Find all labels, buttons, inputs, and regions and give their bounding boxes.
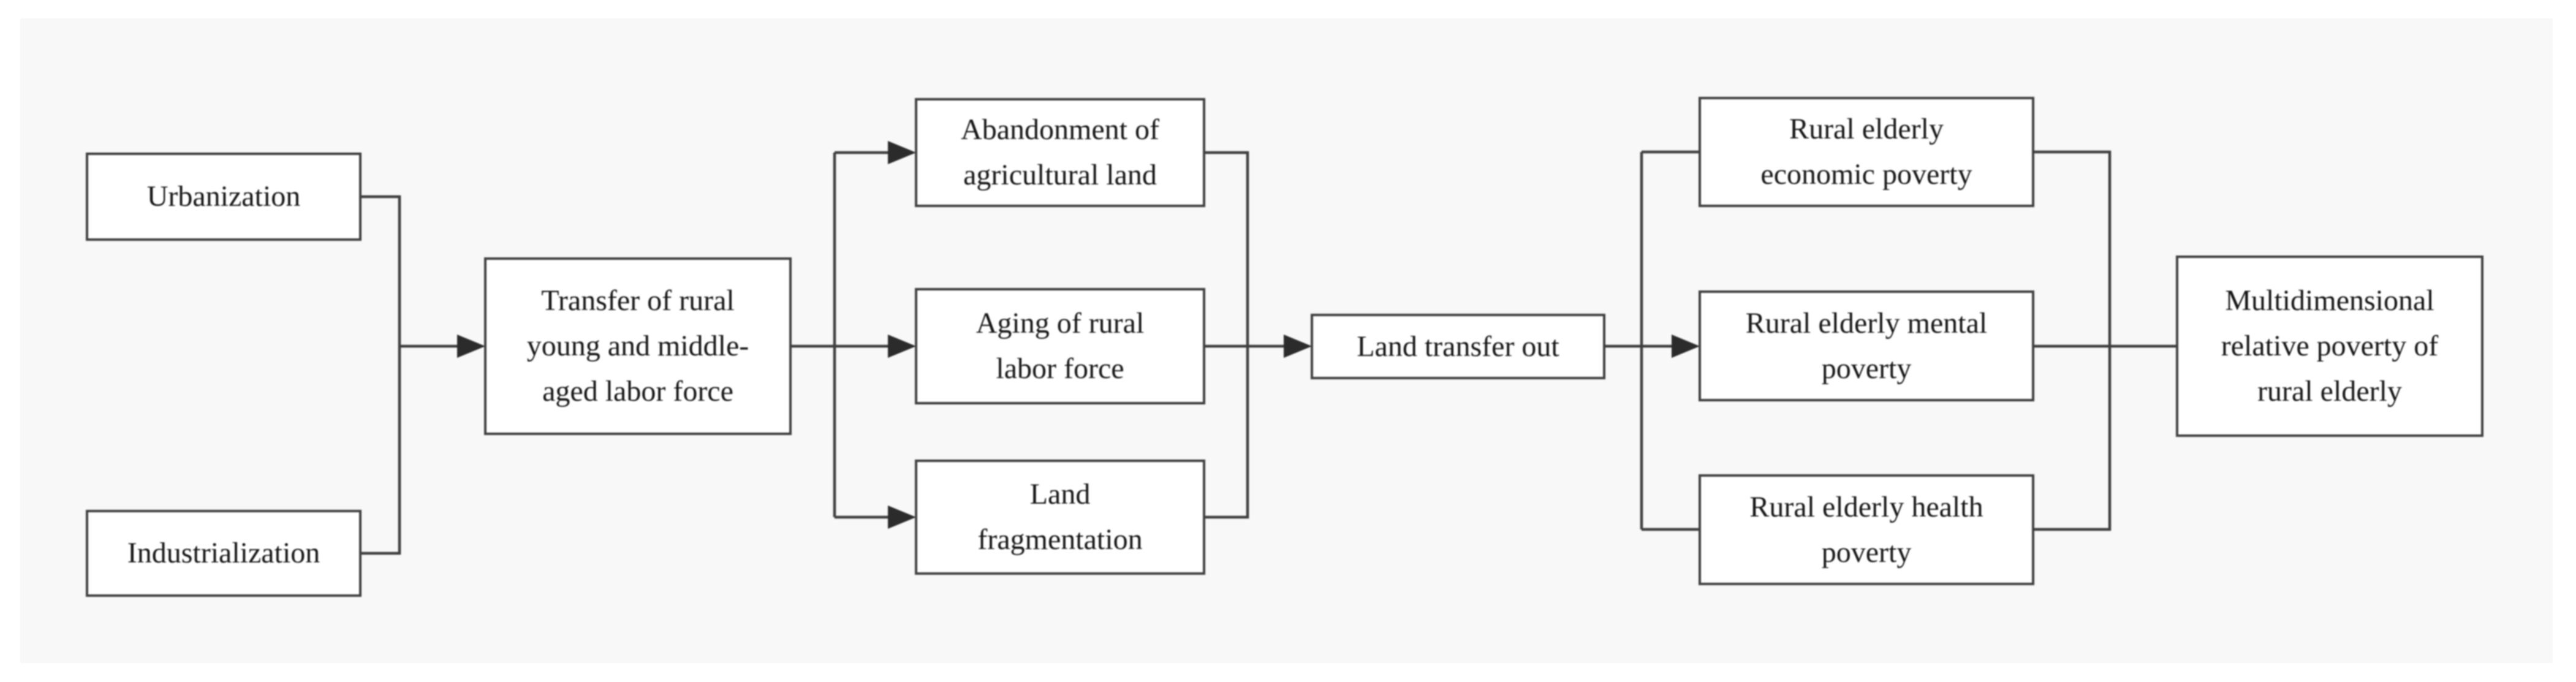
node-text-line: Rural elderly health (1749, 490, 1983, 523)
node-text-line: Land (1029, 478, 1091, 510)
node-text-line: Multidimensional (2225, 284, 2434, 317)
node-text-line: Rural elderly (1789, 113, 1944, 145)
node-land-transfer-out: Land transfer out (1311, 314, 1605, 379)
node-text-line: Rural elderly mental (1745, 306, 1988, 339)
node-industrialization: Industrialization (86, 510, 362, 597)
node-rural-elderly-economic-poverty: Rural elderly economic poverty (1699, 97, 2034, 207)
node-text-line: Transfer of rural (541, 284, 735, 317)
node-text-line: fragmentation (977, 523, 1143, 556)
connector-group (362, 150, 2176, 555)
node-text-line: Aging of rural (975, 307, 1145, 339)
arrowhead-abandonment (888, 141, 916, 164)
merge-bracket-right (2034, 150, 2112, 531)
arrowhead-mental (1672, 335, 1700, 358)
node-text-line: labor force (996, 352, 1124, 385)
node-text-line: economic poverty (1760, 158, 1972, 191)
merge-bracket-middle (1205, 151, 1249, 519)
node-abandonment-of-agricultural-land: Abandonment of agricultural land (915, 98, 1205, 207)
node-text-line: Abandonment of (961, 113, 1159, 146)
node-text-line: poverty (1821, 536, 1912, 569)
arrowhead-fragmentation (888, 506, 916, 529)
node-aging-of-rural-labor-force: Aging of rural labor force (915, 288, 1205, 404)
node-text-line: rural elderly (2257, 375, 2402, 407)
arrowhead-aging (888, 335, 916, 358)
node-rural-elderly-mental-poverty: Rural elderly mental poverty (1699, 290, 2034, 401)
node-text-line: agricultural land (963, 159, 1157, 191)
node-land-fragmentation: Land fragmentation (915, 460, 1205, 575)
arrowheads (457, 141, 1700, 529)
node-text-line: young and middle- (526, 330, 749, 362)
node-text-line: poverty (1821, 352, 1912, 385)
edge-sources-bracket (362, 195, 401, 555)
node-urbanization: Urbanization (86, 153, 362, 241)
node-text-line: relative poverty of (2221, 330, 2439, 362)
arrowhead-transfer (457, 335, 485, 358)
node-rural-elderly-health-poverty: Rural elderly health poverty (1699, 474, 2034, 585)
node-text-line: aged labor force (542, 375, 733, 407)
node-text-line: Industrialization (127, 537, 320, 569)
node-transfer-of-rural-labor: Transfer of rural young and middle-aged l… (484, 257, 792, 435)
node-multidimensional-relative-poverty: Multidimensional relative poverty of rural… (2176, 256, 2483, 437)
arrowhead-land-transfer-out (1284, 335, 1312, 358)
node-text-line: Urbanization (146, 180, 301, 213)
node-text-line: Land transfer out (1357, 330, 1559, 363)
